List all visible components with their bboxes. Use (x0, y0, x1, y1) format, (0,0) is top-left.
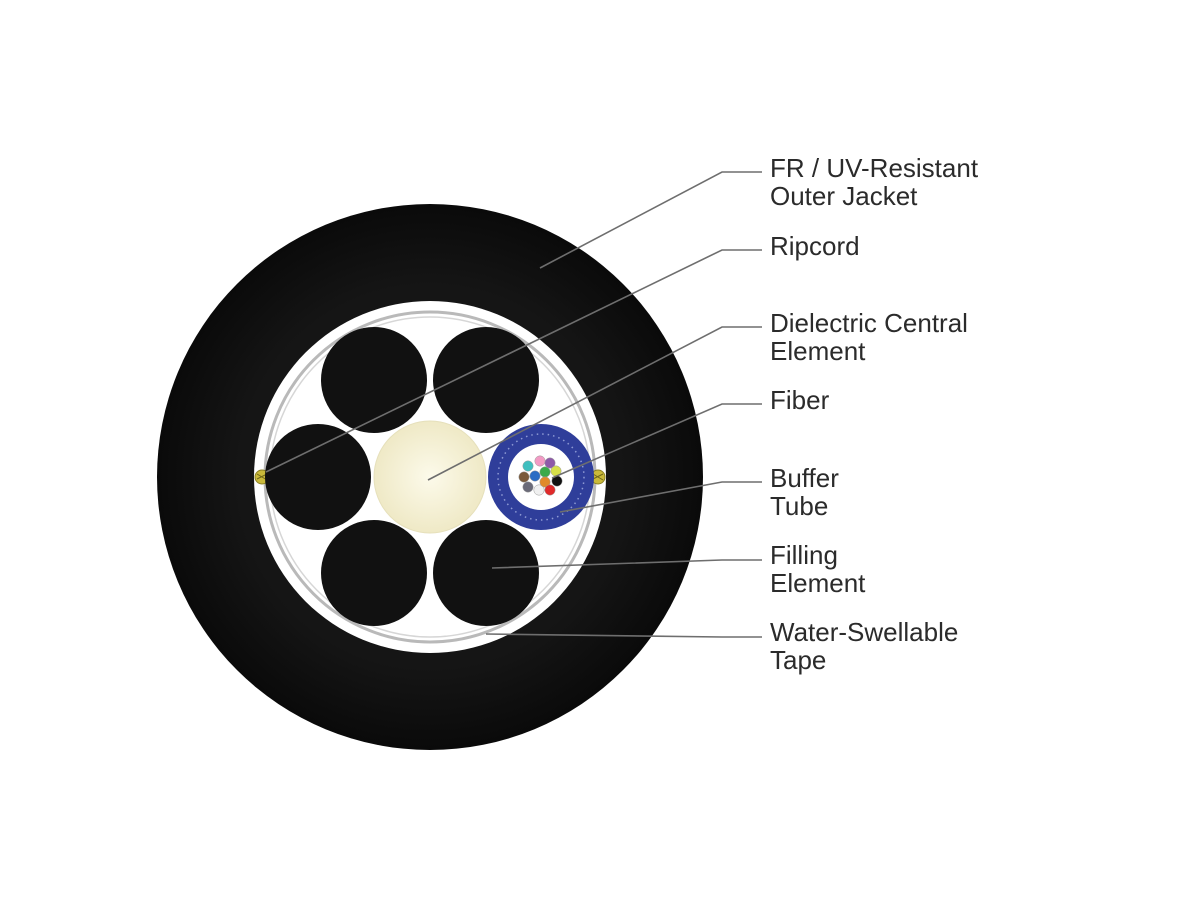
fiber-strand (522, 481, 534, 493)
label-buffer-tube: Buffer Tube (770, 463, 846, 521)
label-fiber-line-1: Fiber (770, 385, 830, 415)
fiber-strand (529, 470, 541, 482)
fiber-bundle (518, 455, 563, 496)
filling-element (321, 327, 427, 433)
dielectric-central-element (373, 420, 487, 534)
leader-line-central-element (427, 326, 762, 481)
leader-line-water-swellable-tape (485, 633, 762, 638)
label-buffer-tube-line-2: Tube (770, 491, 828, 521)
label-water-swellable-tape-line-2: Tape (770, 645, 826, 675)
label-outer-jacket-line-2: Outer Jacket (770, 181, 918, 211)
label-central-element-line-1: Dielectric Central (770, 308, 968, 338)
filling-element (265, 424, 371, 530)
fiber-strand (534, 455, 546, 467)
filling-element (321, 520, 427, 626)
label-water-swellable-tape-line-1: Water-Swellable (770, 617, 958, 647)
fiber-strand (539, 466, 551, 478)
label-filling-element: Filling Element (770, 540, 866, 598)
leader-line-ripcord (265, 249, 762, 473)
leader-line-fiber (551, 403, 762, 479)
label-water-swellable-tape: Water-Swellable Tape (770, 617, 966, 675)
label-outer-jacket-line-1: FR / UV-Resistant (770, 153, 979, 183)
fiber-strand (544, 484, 556, 496)
label-buffer-tube-line-1: Buffer (770, 463, 839, 493)
fiber-strand (539, 476, 551, 488)
label-central-element-line-2: Element (770, 336, 866, 366)
buffer-tube-dots (497, 433, 585, 521)
label-filling-element-line-1: Filling (770, 540, 838, 570)
fiber-strand (544, 457, 556, 469)
label-ripcord-line-1: Ripcord (770, 231, 860, 261)
label-filling-element-line-2: Element (770, 568, 866, 598)
label-central-element: Dielectric Central Element (770, 308, 975, 366)
fiber-strand (518, 471, 530, 483)
leader-line-buffer-tube (559, 481, 762, 513)
label-outer-jacket: FR / UV-Resistant Outer Jacket (770, 153, 985, 211)
filling-element (433, 327, 539, 433)
leader-line-outer-jacket (539, 171, 762, 269)
label-fiber: Fiber (770, 385, 830, 415)
fiber-strand (533, 484, 545, 496)
label-ripcord: Ripcord (770, 231, 860, 261)
fiber-strand (522, 460, 534, 472)
filling-element (433, 520, 539, 626)
leader-line-filling-element (491, 559, 762, 569)
buffer-tube-inner (508, 444, 574, 510)
